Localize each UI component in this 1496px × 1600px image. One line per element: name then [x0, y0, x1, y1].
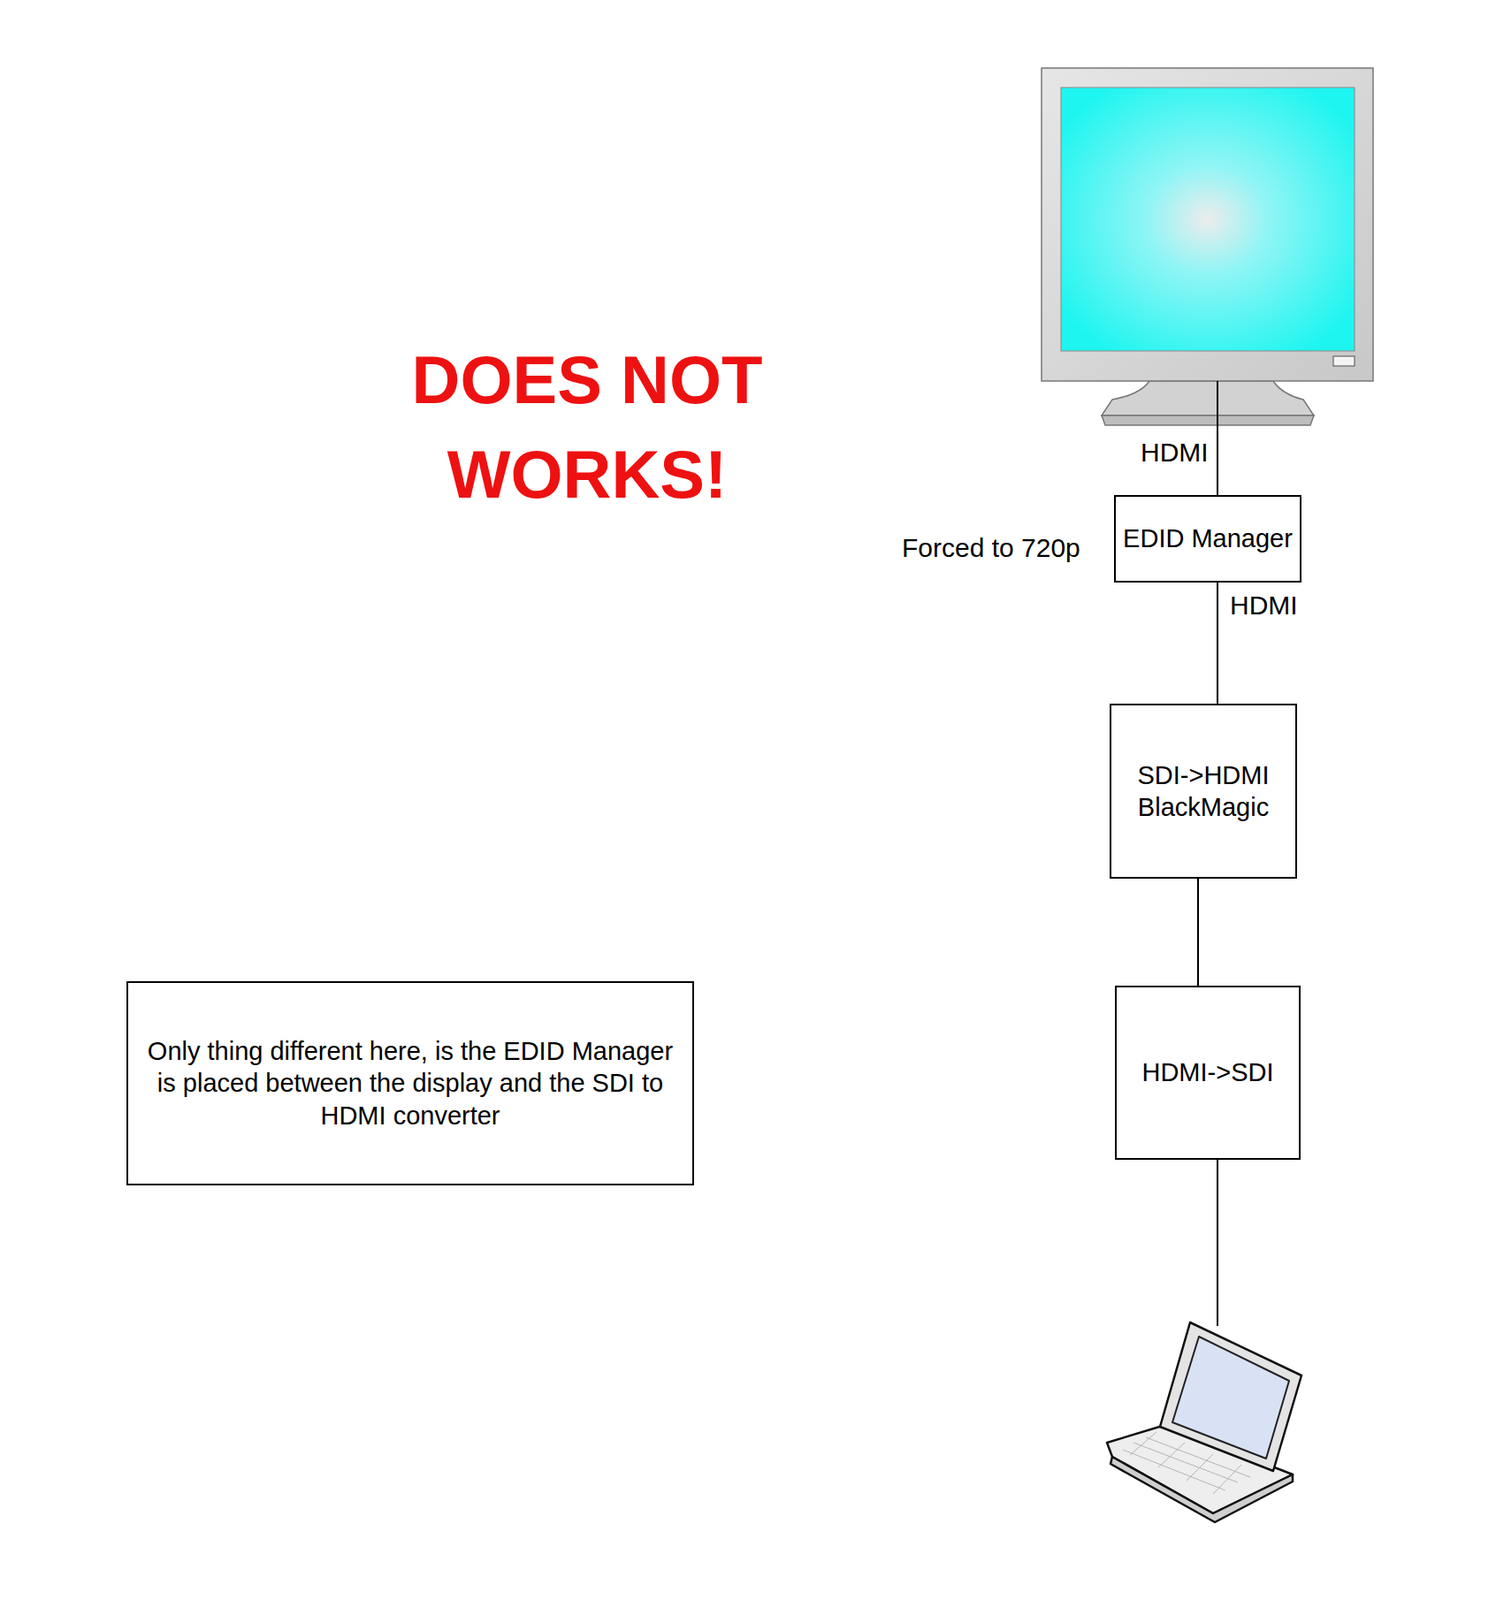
device-box: HDMI->SDI [1114, 985, 1301, 1161]
box-label: Only thing different here, is the EDID M… [145, 1035, 675, 1132]
signal-label: HDMI [1140, 436, 1209, 469]
laptop-icon [1106, 1322, 1302, 1523]
box-label: EDID Manager [1122, 522, 1293, 555]
hdmi-cable [1216, 582, 1219, 704]
hdmi-cable [1216, 381, 1219, 496]
status-heading: DOES NOT WORKS! [392, 332, 782, 522]
setting-note: Forced to 720p [901, 532, 1081, 565]
signal-label: HDMI [1228, 589, 1300, 622]
monitor-icon [1041, 68, 1374, 426]
note-box: Only thing different here, is the EDID M… [126, 981, 695, 1186]
device-box: SDI->HDMI BlackMagic [1109, 703, 1298, 879]
box-label: SDI->HDMI BlackMagic [1120, 759, 1287, 825]
hdmi-cable [1216, 1160, 1219, 1327]
device-box: EDID Manager [1114, 495, 1302, 583]
hdmi-cable [1197, 878, 1199, 986]
box-label: HDMI->SDI [1141, 1056, 1274, 1089]
